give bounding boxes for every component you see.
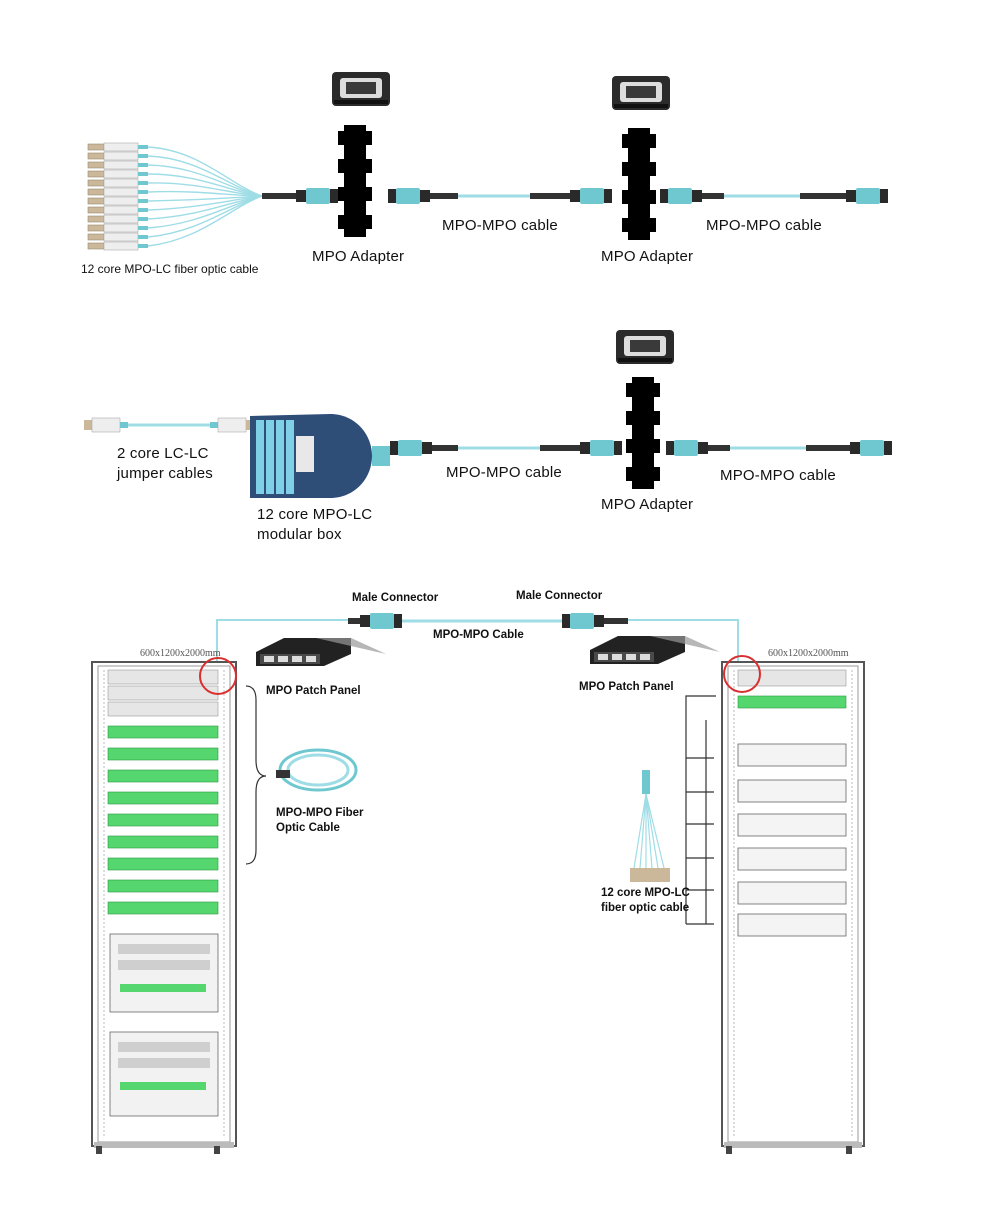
cable2-label: MPO-MPO cable — [706, 217, 822, 234]
trunk-cable — [216, 613, 739, 666]
cable3-label: MPO-MPO cable — [446, 464, 562, 481]
pigtail-label: 12 core MPO-LC fiber optic cable — [81, 262, 259, 276]
fanout-label: 12 core MPO-LC fiber optic cable — [601, 886, 690, 916]
jumper-label-line2: jumper cables — [117, 465, 213, 482]
male-connector-right-label: Male Connector — [516, 590, 603, 602]
patch-panel-right-label: MPO Patch Panel — [579, 681, 674, 693]
cable1-label: MPO-MPO cable — [442, 217, 558, 234]
left-rack — [91, 657, 237, 1154]
mpo-fiber-coil — [276, 748, 358, 792]
cable-bracket — [245, 685, 267, 865]
patch-panel-left-photo — [256, 638, 386, 666]
modular-box-label: 12 core MPO-LC modular box — [257, 505, 372, 545]
section2-diagram — [84, 330, 892, 498]
fanout-label-line1: 12 core MPO-LC — [601, 887, 690, 899]
left-rack-dims: 600x1200x2000mm — [140, 648, 221, 659]
patch-panel-right-photo — [590, 636, 720, 664]
adapter1-label: MPO Adapter — [312, 248, 405, 265]
mpo-adapter-2 — [612, 76, 670, 240]
right-rack — [721, 655, 865, 1154]
fanout-label-line2: fiber optic cable — [601, 902, 690, 914]
male-connector-left-label: Male Connector — [352, 592, 439, 604]
mpo-mpo-cable-3 — [390, 440, 622, 456]
mpo-mpo-cable-4 — [666, 440, 892, 456]
highlight-circle-right — [723, 655, 761, 693]
mpo-adapter-3 — [616, 330, 674, 489]
patch-panel-left-label: MPO Patch Panel — [266, 685, 361, 697]
modular-box-label-line1: 12 core MPO-LC — [257, 506, 373, 523]
jumper-label-line1: 2 core LC-LC — [117, 445, 209, 462]
lc-pigtail-fanout — [87, 142, 338, 251]
coil-label: MPO-MPO Fiber Optic Cable — [276, 806, 364, 836]
fanout-arrows — [685, 695, 716, 925]
mpo-adapter-1 — [332, 72, 390, 237]
jumper-label: 2 core LC-LC jumper cables — [117, 444, 213, 484]
mpo-mpo-cable-1 — [388, 188, 612, 204]
mpo-mpo-cable-2 — [660, 188, 888, 204]
adapter3-label: MPO Adapter — [601, 496, 694, 513]
lc-lc-jumper — [84, 417, 254, 433]
adapter2-label: MPO Adapter — [601, 248, 694, 265]
coil-label-line2: Optic Cable — [276, 822, 340, 834]
trunk-cable-label: MPO-MPO Cable — [433, 629, 524, 641]
mpo-lc-fanout-photo — [630, 770, 670, 882]
right-rack-dims: 600x1200x2000mm — [768, 648, 849, 659]
section1-diagram — [87, 72, 888, 251]
cable4-label: MPO-MPO cable — [720, 467, 836, 484]
modular-box-label-line2: modular box — [257, 526, 342, 543]
coil-label-line1: MPO-MPO Fiber — [276, 807, 364, 819]
section3-diagram — [91, 613, 865, 1154]
highlight-circle-left — [199, 657, 237, 695]
mpo-lc-modular-box — [250, 414, 390, 498]
